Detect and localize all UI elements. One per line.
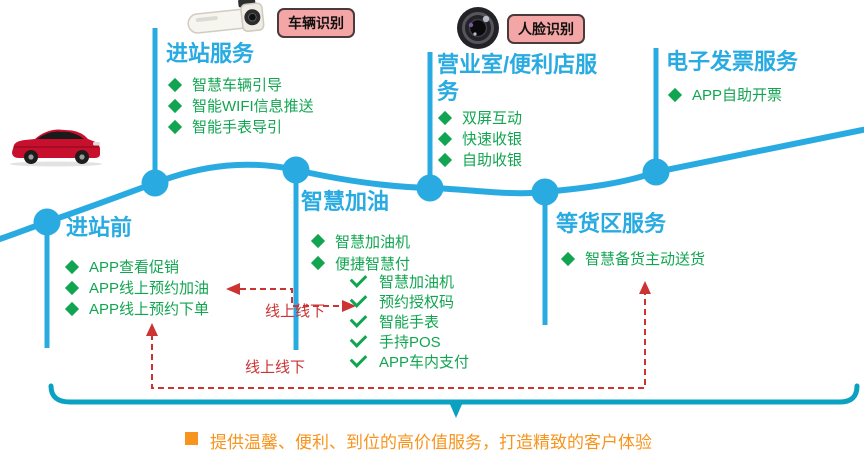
sub-list-item: 手持POS <box>349 330 469 351</box>
flow-label-online-offline-1: 线上线下 <box>265 303 326 320</box>
diamond-bullet-icon <box>437 110 453 125</box>
node-einvoice <box>642 158 670 186</box>
flow-label-online-offline-2: 线上线下 <box>245 359 306 376</box>
red-car-icon <box>10 129 102 167</box>
checkmark-bullet-icon <box>349 270 368 288</box>
list-item: 智能WIFI信息推送 <box>167 95 314 116</box>
list-item: 智慧加油机 <box>310 230 411 252</box>
list-item-label: 智能WIFI信息推送 <box>192 98 314 115</box>
list-item: 智慧车辆引导 <box>167 74 314 95</box>
diamond-bullet-icon <box>310 233 326 249</box>
list-item: APP查看促销 <box>64 256 209 277</box>
node-entry-service <box>141 169 169 197</box>
sub-list-item-label: 智慧加油机 <box>379 273 455 291</box>
diamond-bullet-icon <box>64 259 80 274</box>
list-item-label: 双屏互动 <box>462 110 523 127</box>
diamond-bullet-icon <box>560 251 576 266</box>
diamond-bullet-icon <box>310 255 326 271</box>
checkmark-bullet-icon <box>349 310 368 328</box>
list-item-label: 快速收银 <box>462 131 523 148</box>
list-item: 智慧备货主动送货 <box>560 248 706 269</box>
diamond-bullet-icon <box>167 98 183 113</box>
sub-list-item: 智慧加油机 <box>349 270 469 291</box>
diamond-bullet-icon <box>167 77 183 92</box>
diamond-bullet-icon <box>437 152 453 167</box>
diamond-bullet-icon <box>667 87 683 102</box>
diamond-bullet-icon <box>437 131 453 146</box>
flow-arrow-online-offline-2 <box>146 281 651 389</box>
section-title-store-service: 营业室/便利店服务 <box>437 52 598 104</box>
node-pre-entry <box>33 208 61 236</box>
list-item: 自助收银 <box>437 149 523 170</box>
list-item-label: APP线上预约下单 <box>89 301 210 318</box>
list-item-label: APP查看促销 <box>89 259 180 276</box>
list-item: 智能手表导引 <box>167 116 314 137</box>
vehicle-recognition-tag: 车辆识别 <box>277 8 355 38</box>
section-items-pre-entry: APP查看促销 APP线上预约加油 APP线上预约下单 <box>64 256 210 319</box>
sub-list-item: 预约授权码 <box>349 290 469 311</box>
list-item-label: APP自助开票 <box>692 87 783 104</box>
sub-list-item-label: 预约授权码 <box>379 293 455 311</box>
face-recognition-tag: 人脸识别 <box>507 14 585 44</box>
vehicle-camera-icon <box>187 0 265 34</box>
section-items-einvoice: APP自助开票 <box>667 84 783 105</box>
sub-list-item-label: 手持POS <box>379 333 441 351</box>
section-title-entry-service: 进站服务 <box>166 41 255 66</box>
diamond-bullet-icon <box>167 119 183 134</box>
section-items-smart-refuel: 智慧加油机 便捷智慧付 <box>310 230 411 274</box>
flow-arrow-online-offline-1 <box>226 283 356 312</box>
checkmark-bullet-icon <box>349 290 368 308</box>
checkmark-bullet-icon <box>349 350 368 368</box>
list-item: APP线上预约下单 <box>64 298 210 319</box>
list-item-label: 自助收银 <box>462 152 523 169</box>
summary-text: 提供温馨、便利、到位的高价值服务，打造精致的客户体验 <box>210 433 652 452</box>
list-item: 便捷智慧付 <box>310 252 411 274</box>
node-waiting-area <box>531 178 559 206</box>
list-item-label: 智慧车辆引导 <box>192 77 283 94</box>
section-title-einvoice: 电子发票服务 <box>666 49 799 74</box>
section-title-pre-entry: 进站前 <box>66 215 133 240</box>
list-item: APP线上预约加油 <box>64 277 210 298</box>
sub-list-item-label: APP车内支付 <box>379 353 470 371</box>
summary-statement: 提供温馨、便利、到位的高价值服务，打造精致的客户体验 <box>185 428 652 453</box>
sub-list-item: 智能手表 <box>349 310 469 331</box>
summary-bracket <box>48 383 860 418</box>
section-items-waiting-area: 智慧备货主动送货 <box>560 248 706 269</box>
list-item: APP自助开票 <box>667 84 783 105</box>
square-bullet-icon <box>185 432 198 445</box>
section-title-smart-refuel: 智慧加油 <box>301 189 390 214</box>
section-items-store-service: 双屏互动 快速收银 自助收银 <box>437 107 523 170</box>
face-camera-icon <box>457 7 499 49</box>
checkmark-bullet-icon <box>349 330 368 348</box>
sub-list-item-label: 智能手表 <box>379 313 440 331</box>
section-items-entry-service: 智慧车辆引导 智能WIFI信息推送 智能手表导引 <box>167 74 314 137</box>
list-item-label: 便捷智慧付 <box>335 255 411 273</box>
diamond-bullet-icon <box>64 301 80 316</box>
diamond-bullet-icon <box>64 280 80 295</box>
list-item-label: 智慧备货主动送货 <box>585 251 706 268</box>
list-item: 双屏互动 <box>437 107 523 128</box>
list-item: 快速收银 <box>437 128 523 149</box>
node-smart-refuel <box>282 156 310 184</box>
list-item-label: 智慧加油机 <box>335 233 411 251</box>
list-item-label: APP线上预约加油 <box>89 280 210 297</box>
section-subitems-smart-refuel: 智慧加油机 预约授权码 智能手表 手持POS APP车内支付 <box>349 270 470 371</box>
node-store-service <box>416 174 444 202</box>
sub-list-item: APP车内支付 <box>349 350 470 371</box>
section-title-waiting-area: 等货区服务 <box>556 211 667 236</box>
list-item-label: 智能手表导引 <box>192 119 283 136</box>
